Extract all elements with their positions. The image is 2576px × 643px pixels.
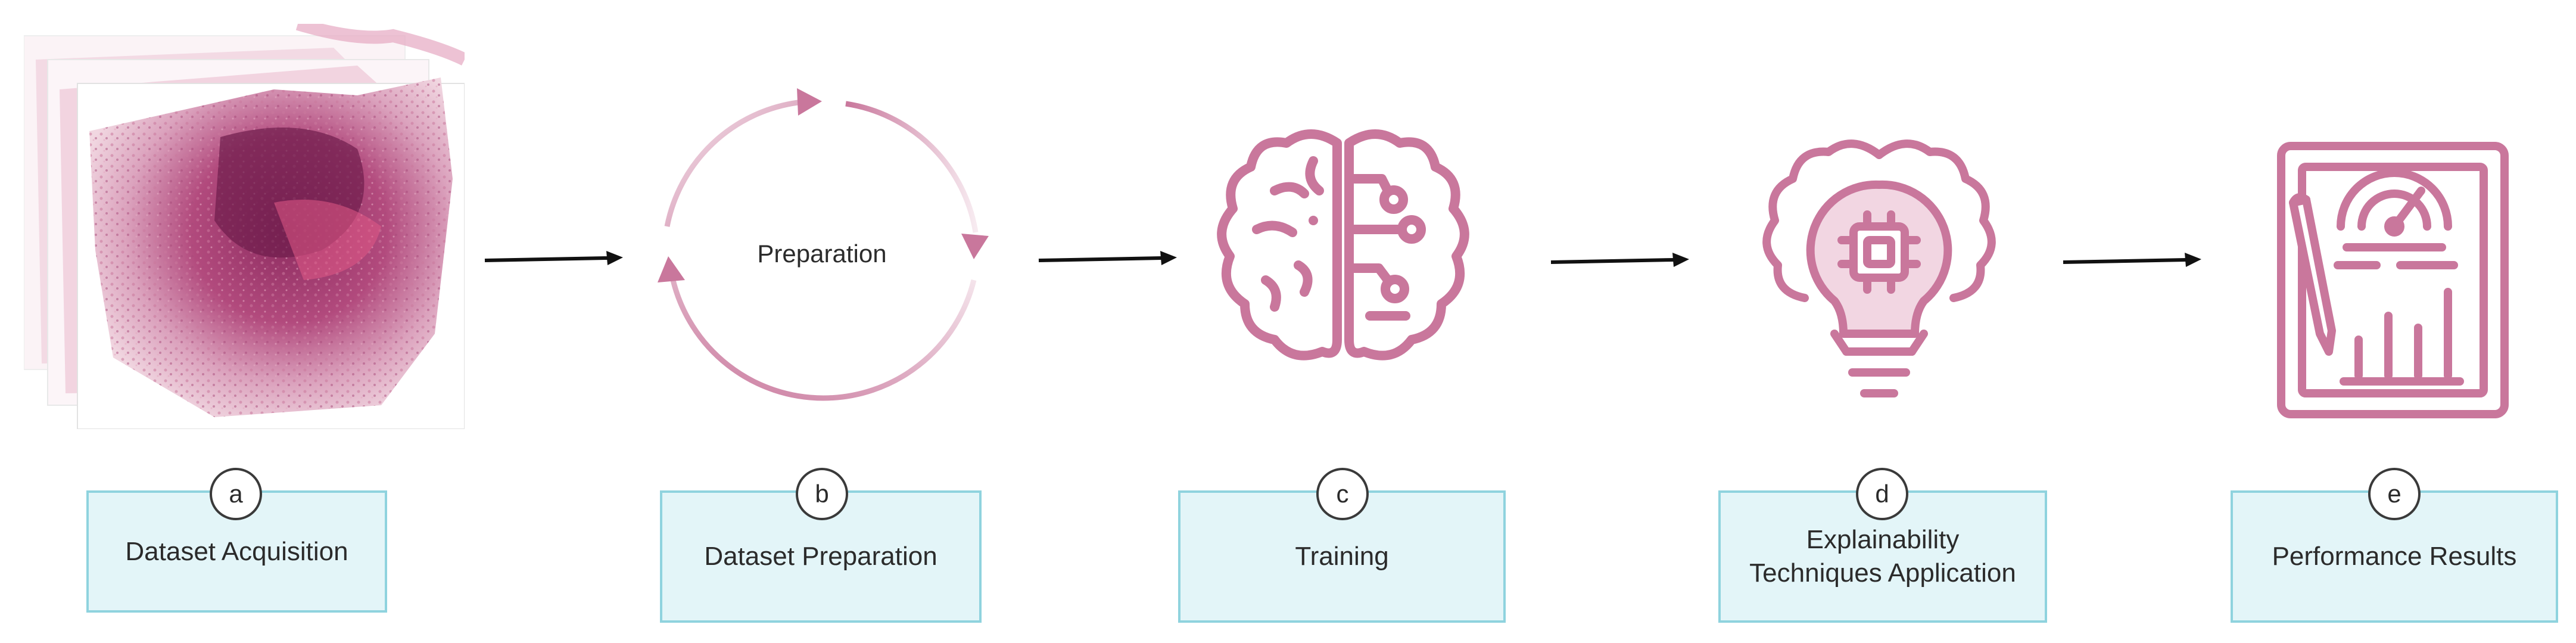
step-label: Explainability Techniques Application	[1749, 525, 2016, 588]
brain-circuit-icon	[1217, 129, 1469, 361]
cycle-arrows-icon	[658, 88, 989, 401]
performance-report-icon	[2277, 142, 2509, 418]
step-label: Training	[1295, 542, 1389, 571]
brain-circuit	[1209, 125, 1477, 369]
step-badge-b: b	[796, 468, 848, 520]
step-label: Performance Results	[2272, 542, 2517, 571]
flow-arrow-d-e	[2063, 253, 2201, 267]
step-box-explainability: Explainability Techniques Application	[1718, 490, 2047, 623]
performance-report	[2275, 137, 2513, 423]
step-badge-d: d	[1856, 468, 1908, 520]
step-label: Dataset Acquisition	[125, 536, 348, 566]
cycle-label: Preparation	[757, 240, 887, 268]
flow-arrow-c-d	[1550, 253, 1689, 267]
step-label: Dataset Preparation	[704, 542, 937, 571]
step-badge-e: e	[2368, 468, 2421, 520]
lightbulb-brain-chip	[1757, 137, 2001, 423]
histology-slide-stack	[24, 24, 465, 429]
flow-arrow-b-c	[1038, 251, 1177, 265]
preparation-cycle: Preparation	[649, 83, 995, 429]
flow-arrow-a-b	[484, 251, 623, 265]
histology-slides-image	[24, 24, 465, 429]
lightbulb-brain-chip-icon	[1762, 139, 1996, 397]
step-badge-c: c	[1316, 468, 1369, 520]
step-badge-a: a	[210, 468, 262, 520]
